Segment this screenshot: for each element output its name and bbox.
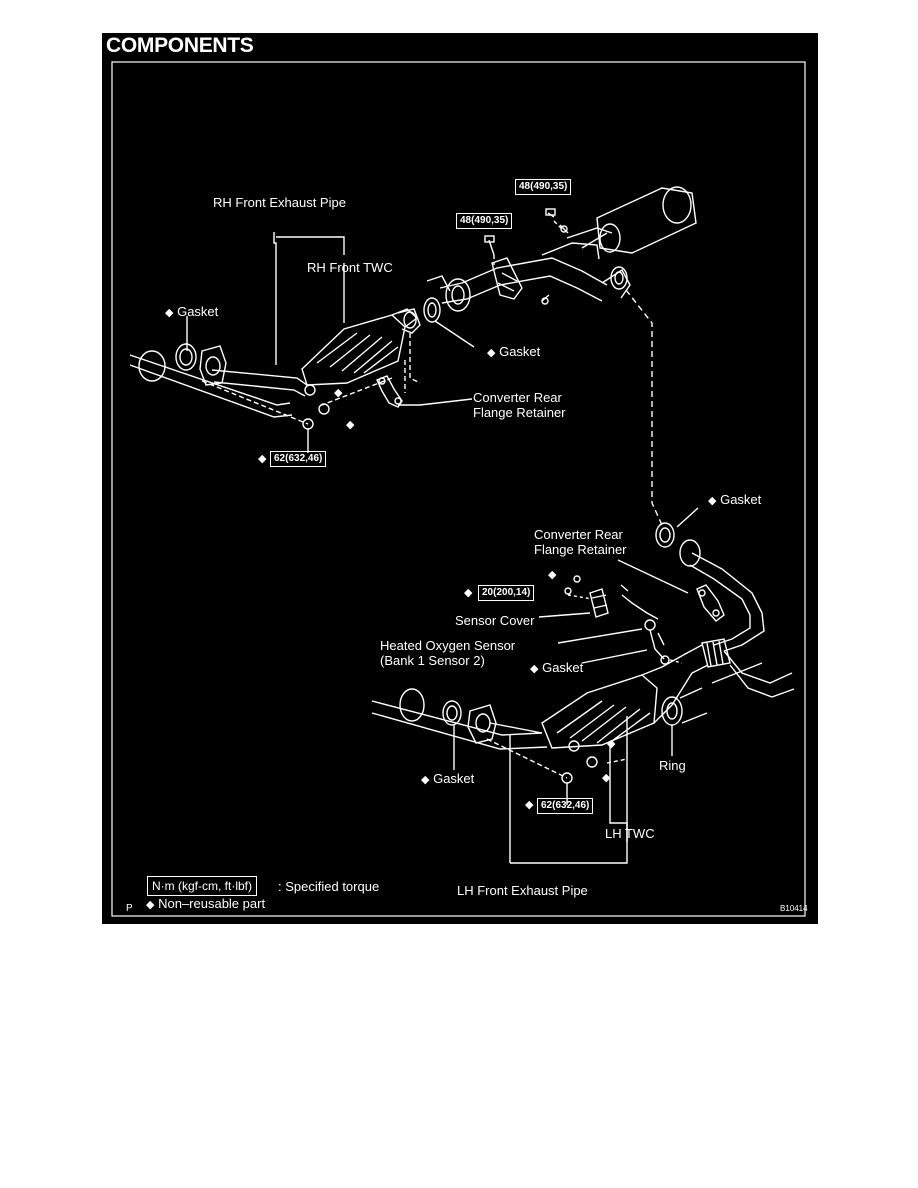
page-title: COMPONENTS xyxy=(106,34,254,57)
nonreusable-icon: ◆ xyxy=(708,495,717,507)
nonreusable-icon: ◆ xyxy=(165,307,174,319)
nonreusable-icon: ◆ xyxy=(146,899,155,911)
label-sensor-cover: Sensor Cover xyxy=(455,613,535,628)
corner-mark-p: P xyxy=(126,903,133,914)
torque-box-62-lh: 62(632,46) xyxy=(537,798,594,814)
diamond-icon: ◆ xyxy=(346,419,355,431)
diamond-icon: ◆ xyxy=(525,799,534,811)
label-gasket-lh-rear: ◆ Gasket xyxy=(708,492,762,507)
label-gasket-lh-front: ◆ Gasket xyxy=(421,771,475,786)
diamond-icon: ◆ xyxy=(602,772,611,784)
label-gasket-rh-front: ◆ Gasket xyxy=(165,304,219,319)
nonreusable-icon: ◆ xyxy=(421,774,430,786)
label-ring: Ring xyxy=(659,758,686,773)
diamond-icon: ◆ xyxy=(464,587,473,599)
legend-nonreusable: ◆ Non–reusable part xyxy=(146,896,266,911)
legend-torque-units: N·m (kgf-cm, ft·lbf) xyxy=(147,876,257,896)
components-diagram: COMPONENTS RH Front Exhaust Pipe RH Fron… xyxy=(102,33,818,924)
label-bank-sensor: (Bank 1 Sensor 2) xyxy=(380,653,485,668)
label-lh-front-exhaust-pipe: LH Front Exhaust Pipe xyxy=(457,883,588,898)
label-rh-front-exhaust-pipe: RH Front Exhaust Pipe xyxy=(213,195,346,210)
torque-box-62-rh: 62(632,46) xyxy=(270,451,327,467)
legend-torque-desc: : Specified torque xyxy=(278,879,380,894)
label-converter-rear-rh: Converter Rear xyxy=(473,390,562,405)
label-flange-retainer-rh: Flange Retainer xyxy=(473,405,566,420)
nonreusable-icon: ◆ xyxy=(530,663,539,675)
label-converter-rear-lh: Converter Rear xyxy=(534,527,623,542)
label-rh-front-twc: RH Front TWC xyxy=(307,260,393,275)
torque-box-48-lower: 48(490,35) xyxy=(456,213,513,229)
figure-code: B10414 xyxy=(780,904,808,913)
diamond-icon: ◆ xyxy=(258,453,267,465)
label-lh-twc: LH TWC xyxy=(605,826,655,841)
diamond-icon: ◆ xyxy=(607,738,616,750)
torque-box-48-upper: 48(490,35) xyxy=(515,179,572,195)
label-gasket-rh-rear: ◆ Gasket xyxy=(487,344,541,359)
diamond-icon: ◆ xyxy=(334,387,343,399)
torque-box-20: 20(200,14) xyxy=(478,585,535,601)
diamond-icon: ◆ xyxy=(548,569,557,581)
nonreusable-icon: ◆ xyxy=(487,347,496,359)
label-heated-oxygen-sensor: Heated Oxygen Sensor xyxy=(380,638,516,653)
label-gasket-sensor: ◆ Gasket xyxy=(530,660,584,675)
exhaust-illustration xyxy=(111,61,806,917)
label-flange-retainer-lh: Flange Retainer xyxy=(534,542,627,557)
